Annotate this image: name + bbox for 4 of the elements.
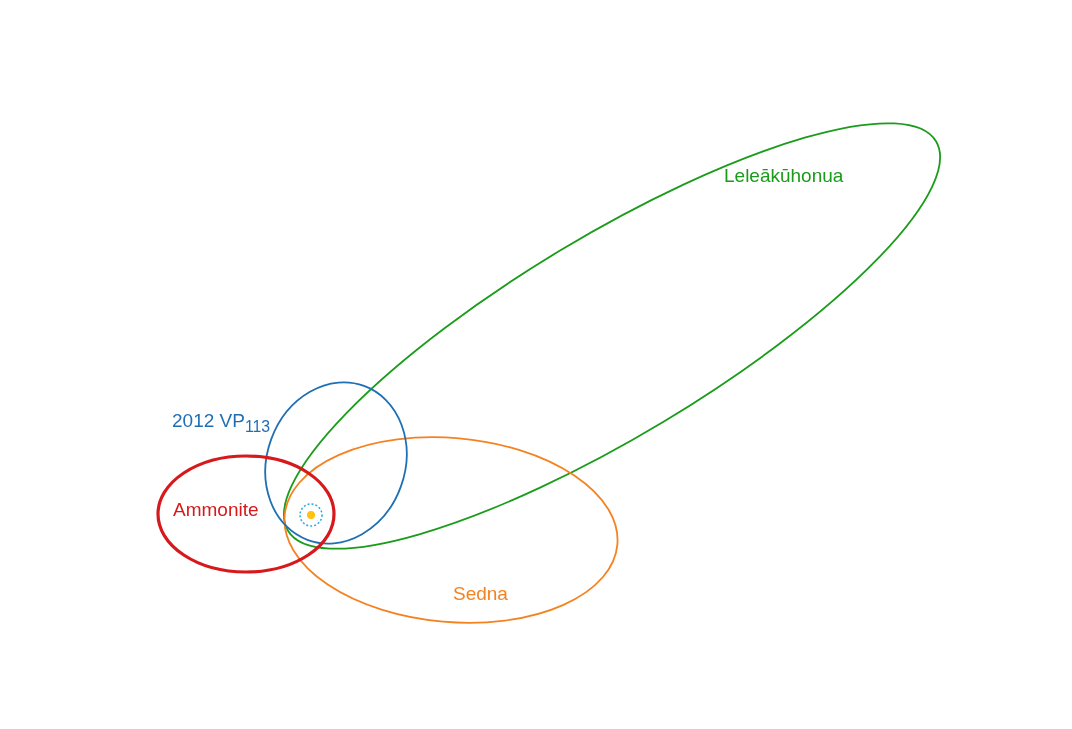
orbit-label: Sedna [453, 584, 508, 603]
orbit-label: Ammonite [173, 500, 259, 519]
orbit-label: Leleākūhonua [724, 166, 844, 185]
orbit-label: 2012 VP$_{113}$ [172, 411, 271, 435]
